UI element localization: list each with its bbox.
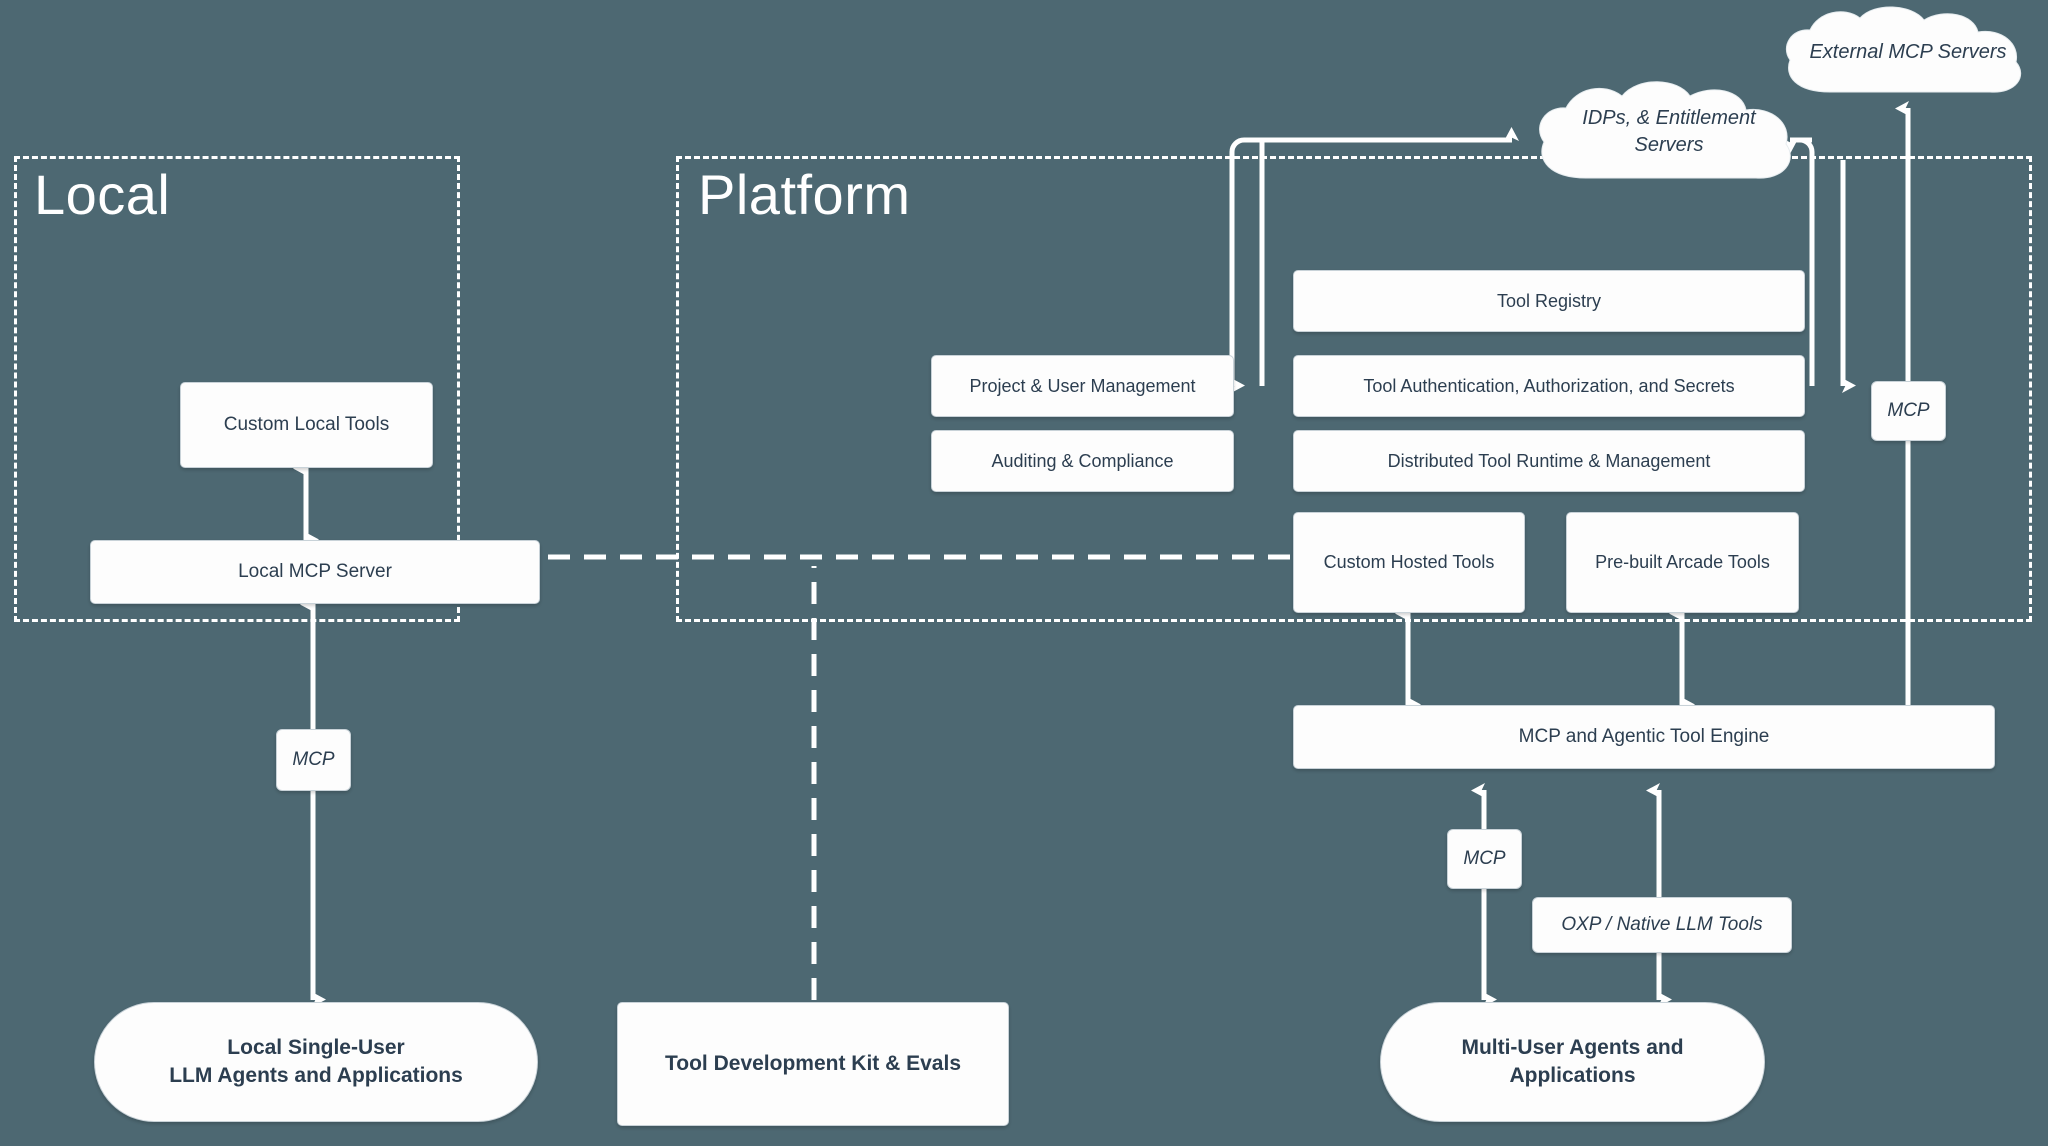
node-project-user-management[interactable]: Project & User Management	[931, 355, 1234, 417]
node-tool-dev-kit[interactable]: Tool Development Kit & Evals	[617, 1002, 1009, 1126]
node-local-mcp-server[interactable]: Local MCP Server	[90, 540, 540, 604]
cloud-idps-entitlement-servers: IDPs, & Entitlement Servers	[1532, 80, 1806, 184]
node-custom-hosted-tools[interactable]: Custom Hosted Tools	[1293, 512, 1525, 613]
edge-label-mcp-external: MCP	[1871, 381, 1946, 441]
cloud-shape-external	[1785, 6, 2022, 93]
node-oxp-native-llm-tools[interactable]: OXP / Native LLM Tools	[1532, 897, 1792, 953]
zone-local	[14, 156, 460, 622]
zone-local-title: Local	[34, 163, 171, 226]
node-auditing-compliance[interactable]: Auditing & Compliance	[931, 430, 1234, 492]
node-multi-user-agents-line1: Multi-User Agents and	[1461, 1035, 1684, 1059]
zone-platform-title: Platform	[698, 163, 911, 226]
node-multi-user-agents-line2: Applications	[1509, 1064, 1636, 1087]
edge-label-mcp-platform: MCP	[1447, 829, 1522, 889]
node-local-agents-line1: Local Single-User	[227, 1035, 405, 1059]
node-distributed-runtime[interactable]: Distributed Tool Runtime & Management	[1293, 430, 1805, 492]
cloud-idps-entitlement-servers-label: IDPs, & Entitlement Servers	[1582, 107, 1756, 156]
cloud-shape-idps	[1539, 81, 1791, 179]
node-local-agents: Local Single-User LLM Agents and Applica…	[94, 1002, 538, 1122]
cloud-external-mcp-servers-label: External MCP Servers	[1809, 40, 2007, 63]
node-tool-registry[interactable]: Tool Registry	[1293, 270, 1805, 332]
node-prebuilt-arcade-tools[interactable]: Pre-built Arcade Tools	[1566, 512, 1799, 613]
node-custom-local-tools[interactable]: Custom Local Tools	[180, 382, 433, 468]
edge-label-mcp-local: MCP	[276, 729, 351, 791]
node-tool-authentication[interactable]: Tool Authentication, Authorization, and …	[1293, 355, 1805, 417]
node-mcp-agentic-engine[interactable]: MCP and Agentic Tool Engine	[1293, 705, 1995, 769]
cloud-external-mcp-servers: External MCP Servers	[1778, 6, 2038, 98]
node-local-agents-line2: LLM Agents and Applications	[169, 1064, 463, 1087]
node-multi-user-agents: Multi-User Agents and Applications	[1380, 1002, 1765, 1122]
